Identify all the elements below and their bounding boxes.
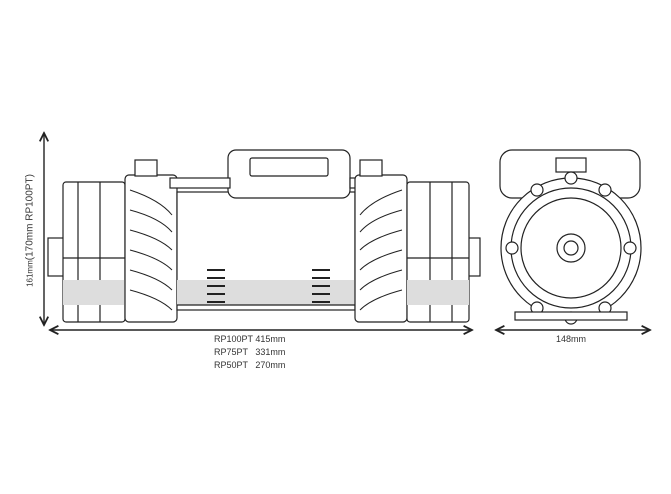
length-line-3: RP50PT 270mm xyxy=(214,360,285,370)
model: RP100PT xyxy=(214,334,253,344)
height-label-main: (170mm RP100PT) xyxy=(24,174,36,261)
dimension-arrows xyxy=(44,133,650,330)
value: 270mm xyxy=(255,360,286,370)
left-volute xyxy=(124,174,178,323)
side-view xyxy=(47,149,481,323)
model: RP75PT xyxy=(214,347,248,357)
right-volute xyxy=(354,174,408,323)
height-label: 161mm(170mm RP100PT) xyxy=(25,141,36,321)
length-line-2: RP75PT 331mm xyxy=(214,347,285,357)
value: 415mm xyxy=(255,334,286,344)
value: 331mm xyxy=(255,347,286,357)
right-inlet xyxy=(467,237,481,277)
model: RP50PT xyxy=(214,360,248,370)
left-inlet xyxy=(47,237,65,277)
end-view xyxy=(499,149,642,325)
left-outlet xyxy=(134,159,158,177)
length-line-1: RP100PT 415mm xyxy=(214,334,285,344)
right-outlet xyxy=(359,159,383,177)
height-label-small: 161mm xyxy=(25,260,35,287)
width-label: 148mm xyxy=(556,334,587,344)
